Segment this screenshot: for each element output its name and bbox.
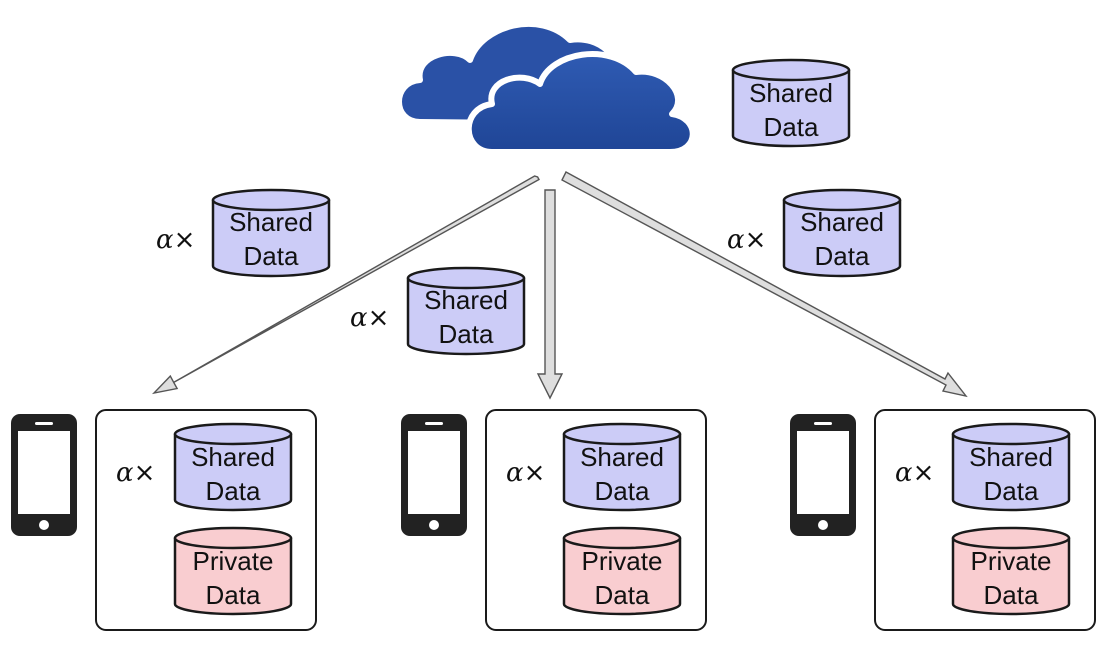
device-private-data-cylinder: Private Data xyxy=(562,526,682,616)
device-private-label-line2: Data xyxy=(595,580,650,610)
device-private-label-line1: Private xyxy=(971,546,1052,576)
device-private-label-line2: Data xyxy=(984,580,1039,610)
server-shared-label-line2: Data xyxy=(764,112,819,142)
transfer-shared-label-line1: Shared xyxy=(800,207,884,237)
transfer-shared-label-line1: Shared xyxy=(229,207,313,237)
device-alpha-label: α× xyxy=(116,458,155,488)
device-private-data-cylinder: Private Data xyxy=(951,526,1071,616)
smartphone-icon xyxy=(11,414,77,536)
arrow-to-device-2 xyxy=(536,189,564,400)
transfer-shared-label-line2: Data xyxy=(439,319,494,349)
device-shared-data-cylinder: Shared Data xyxy=(173,422,293,512)
arrow-to-device-1 xyxy=(151,175,540,395)
transfer-shared-label-line1: Shared xyxy=(424,285,508,315)
transfer-alpha-label: α× xyxy=(350,303,389,333)
transfer-shared-label-line2: Data xyxy=(815,241,870,271)
transfer-shared-data-1: α× Shared Data xyxy=(156,188,331,278)
transfer-alpha-label: α× xyxy=(156,225,195,255)
device-3: α× Shared Data Private Data xyxy=(790,409,1096,631)
smartphone-icon xyxy=(401,414,467,536)
device-shared-data-cylinder: Shared Data xyxy=(951,422,1071,512)
server-shared-label-line1: Shared xyxy=(749,78,833,108)
transfer-shared-data-3: α× Shared Data xyxy=(727,188,902,278)
device-shared-label-line2: Data xyxy=(206,476,261,506)
device-shared-label-line2: Data xyxy=(595,476,650,506)
transfer-shared-data-2: α× Shared Data xyxy=(350,266,526,356)
transfer-shared-label-line2: Data xyxy=(244,241,299,271)
device-alpha-label: α× xyxy=(506,458,545,488)
server-shared-data-cylinder: Shared Data xyxy=(731,58,851,148)
device-shared-data-cylinder: Shared Data xyxy=(562,422,682,512)
device-2: α× Shared Data Private Data xyxy=(401,409,707,631)
device-shared-label-line1: Shared xyxy=(969,442,1053,472)
transfer-alpha-label: α× xyxy=(727,225,766,255)
device-private-data-cylinder: Private Data xyxy=(173,526,293,616)
device-shared-label-line1: Shared xyxy=(580,442,664,472)
device-private-label-line1: Private xyxy=(193,546,274,576)
download-arrows xyxy=(151,171,968,400)
device-alpha-label: α× xyxy=(895,458,934,488)
cloud-icon xyxy=(396,21,696,155)
arrow-to-device-3 xyxy=(561,171,968,398)
device-shared-label-line1: Shared xyxy=(191,442,275,472)
device-private-label-line1: Private xyxy=(582,546,663,576)
device-1: α× Shared Data Private Data xyxy=(11,409,317,631)
device-private-label-line2: Data xyxy=(206,580,261,610)
device-shared-label-line2: Data xyxy=(984,476,1039,506)
smartphone-icon xyxy=(790,414,856,536)
